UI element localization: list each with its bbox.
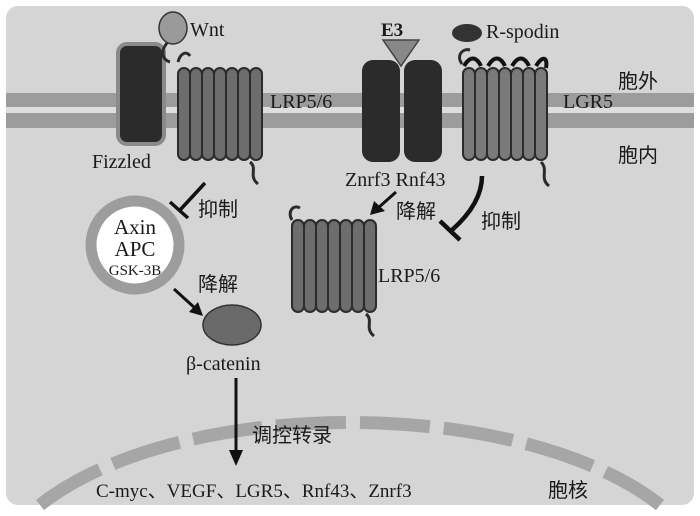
e3-ligase-triangle xyxy=(381,39,421,68)
lrp5-6-receptor-bottom xyxy=(288,205,377,338)
lgr5-receptor xyxy=(458,48,551,188)
target-genes-label: C-myc、VEGF、LGR5、Rnf43、Znrf3 xyxy=(96,481,412,502)
inhibit-bar-right xyxy=(438,219,462,242)
inhibit-label-right: 抑制 xyxy=(481,209,521,233)
axin-label: Axin xyxy=(114,215,157,239)
extracellular-label: 胞外 xyxy=(618,69,658,93)
regulate-transcription-label: 调控转录 xyxy=(252,423,332,447)
degrade-arrowhead-lrp xyxy=(370,201,385,215)
znrf3-rnf43-label: Znrf3 Rnf43 xyxy=(345,169,446,191)
nucleus-label: 胞核 xyxy=(548,478,588,502)
apc-label: APC xyxy=(115,237,156,261)
degrade-arrow-beta xyxy=(172,287,198,311)
transcription-arrowhead xyxy=(229,450,243,466)
znrf3-protein xyxy=(362,60,400,162)
e3-label: E3 xyxy=(381,20,403,41)
wnt-ligand xyxy=(158,11,188,45)
lgr5-label: LGR5 xyxy=(563,91,613,113)
degrade-label-bottom: 降解 xyxy=(198,272,238,296)
inhibit-arrow-right xyxy=(450,175,485,232)
lrp-top-label: LRP5/6 xyxy=(270,91,332,113)
wnt-label: Wnt xyxy=(190,19,225,41)
wnt-linker xyxy=(161,40,171,64)
fizzled-label: Fizzled xyxy=(92,151,151,173)
intracellular-label: 胞内 xyxy=(618,143,658,167)
lrp-bottom-label: LRP5/6 xyxy=(378,265,440,287)
gsk-label: GSK-3B xyxy=(109,263,162,279)
beta-catenin-protein xyxy=(202,304,262,346)
degrade-label-top: 降解 xyxy=(396,199,436,223)
inhibit-arrow-left xyxy=(178,181,207,212)
rnf43-protein xyxy=(404,60,442,162)
inhibit-label-left: 抑制 xyxy=(198,197,238,221)
inhibit-bar-left xyxy=(168,200,190,220)
fizzled-receptor xyxy=(116,42,166,146)
r-spondin-label: R-spodin xyxy=(486,21,559,43)
r-spondin-ligand xyxy=(452,24,482,42)
destruction-complex xyxy=(85,195,185,295)
lrp5-6-receptor-top xyxy=(176,51,263,186)
nuclear-envelope xyxy=(35,416,665,511)
beta-catenin-label: β-catenin xyxy=(186,353,261,375)
degrade-arrow-lrp xyxy=(377,190,397,210)
degrade-arrowhead-beta xyxy=(189,302,203,316)
